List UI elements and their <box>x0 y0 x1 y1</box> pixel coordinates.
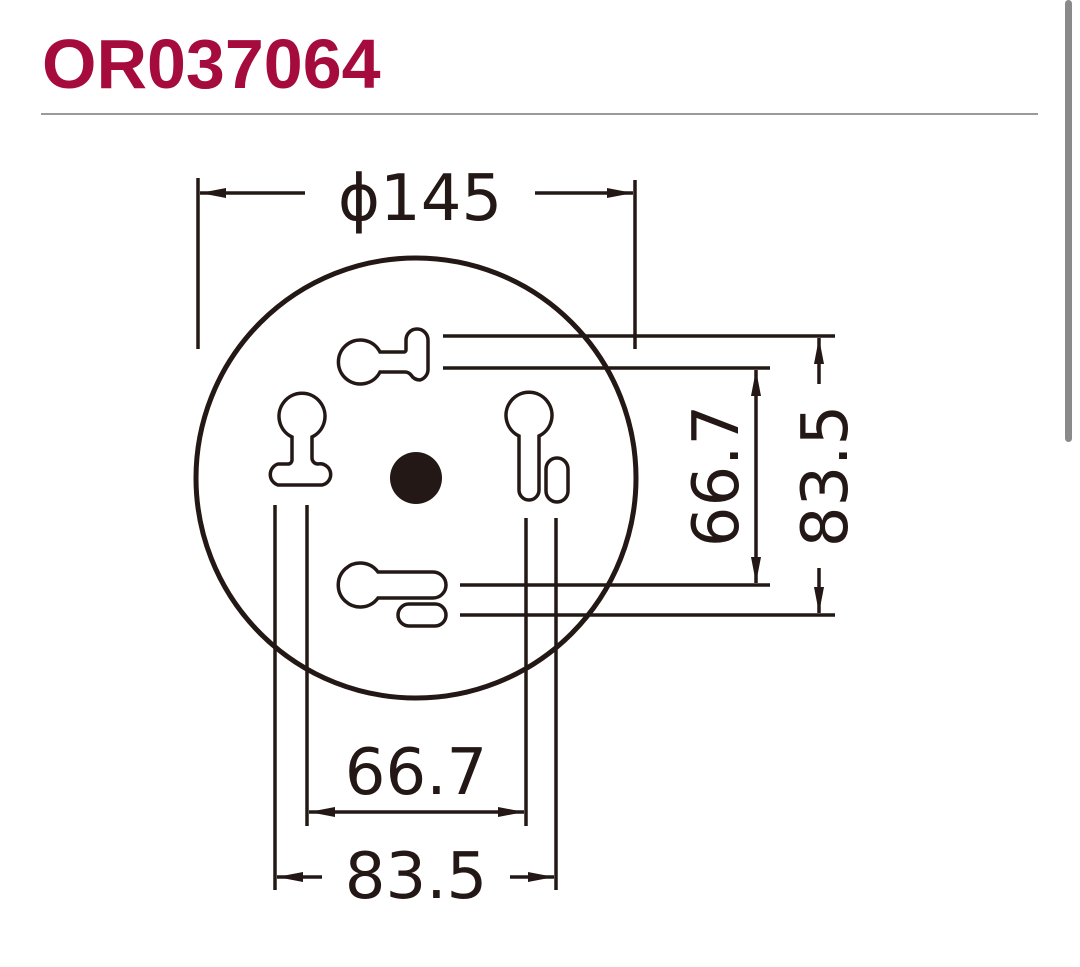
screw-slot-bottom <box>396 602 448 628</box>
mounting-plate-outline <box>193 255 639 701</box>
keyhole-slot-top <box>336 327 430 386</box>
diameter-label: ϕ145 <box>338 162 502 236</box>
diameter-dimension <box>196 178 637 349</box>
keyhole-slot-left <box>268 391 333 487</box>
horizontal-outer-label: 83.5 <box>345 840 488 914</box>
center-wire-hole <box>390 452 442 504</box>
screw-slot-right <box>544 456 570 504</box>
vertical-inner-label: 66.7 <box>680 405 754 548</box>
title-divider <box>41 113 1038 115</box>
vertical-outer-label: 83.5 <box>789 405 863 548</box>
horizontal-dimension-extensions <box>273 505 558 890</box>
keyhole-slot-bottom <box>336 561 448 609</box>
vertical-scrollbar[interactable] <box>1065 0 1072 442</box>
horizontal-inner-label: 66.7 <box>345 736 488 810</box>
vertical-dimension-extensions <box>443 334 835 617</box>
product-code-title: OR037064 <box>42 25 381 103</box>
keyhole-slot-right <box>504 390 554 502</box>
